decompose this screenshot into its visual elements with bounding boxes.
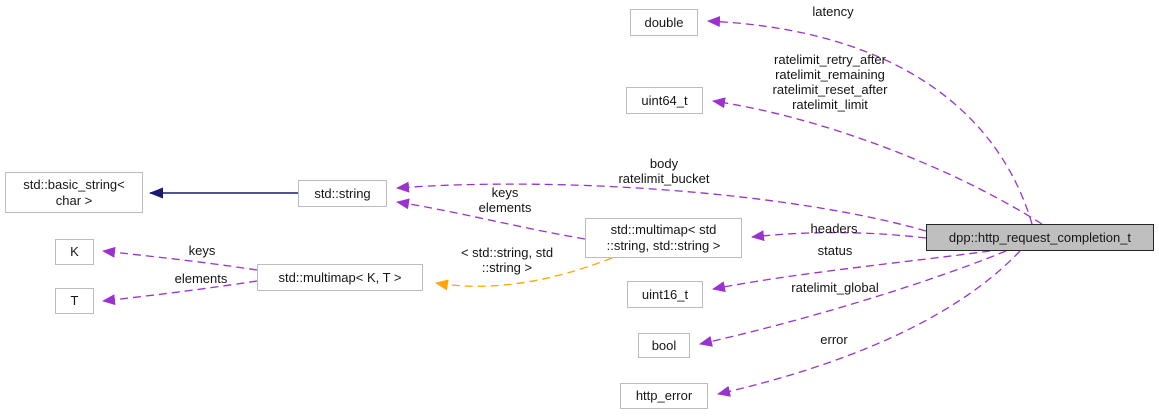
edge-error bbox=[717, 250, 1021, 397]
node-std-multimap-string-line2: ::string, std::string > bbox=[606, 238, 721, 253]
node-k-label: K bbox=[70, 244, 79, 259]
node-std-multimap-string[interactable]: std::multimap< std ::string, std::string… bbox=[585, 218, 742, 258]
node-http-error-label: http_error bbox=[635, 388, 693, 403]
edge-label-ratelimit-line3: ratelimit_reset_after bbox=[772, 82, 888, 97]
edge-label-headers: headers bbox=[810, 221, 858, 236]
edge-keys-k bbox=[102, 246, 258, 271]
edge-label-body-ratelimit-bucket: body ratelimit_bucket bbox=[618, 156, 709, 186]
node-bool[interactable]: bool bbox=[638, 333, 690, 358]
edge-elements-t bbox=[102, 280, 258, 306]
edge-label-elements-mid: elements bbox=[478, 200, 532, 215]
node-main-http-request-completion-t[interactable]: dpp::http_request_completion_t bbox=[926, 224, 1154, 251]
node-std-multimap-kt-label: std::multimap< K, T > bbox=[278, 269, 402, 285]
node-http-error[interactable]: http_error bbox=[620, 383, 708, 409]
node-std-string-label: std::string bbox=[314, 185, 371, 201]
node-bool-label: bool bbox=[651, 337, 677, 353]
node-uint64-t[interactable]: uint64_t bbox=[626, 87, 703, 114]
node-t[interactable]: T bbox=[55, 288, 94, 314]
edge-label-ratelimit-line2: ratelimit_remaining bbox=[775, 67, 885, 82]
node-std-basic-string-line1: std::basic_string< bbox=[23, 176, 125, 192]
edge-label-keys-left: keys bbox=[188, 243, 216, 258]
edge-label-ratelimit-global: ratelimit_global bbox=[791, 280, 879, 295]
edge-label-keys-mid: keys bbox=[491, 185, 519, 200]
edge-label-ratelimit-line1: ratelimit_retry_after bbox=[774, 52, 886, 67]
node-t-label: T bbox=[70, 293, 79, 308]
edge-template-instantiation bbox=[435, 257, 613, 291]
node-uint64-t-label: uint64_t bbox=[641, 92, 688, 108]
node-k[interactable]: K bbox=[55, 239, 94, 265]
node-double-label: double bbox=[644, 14, 684, 30]
edge-label-keys-elements: keys elements bbox=[479, 185, 532, 215]
node-std-multimap-kt[interactable]: std::multimap< K, T > bbox=[257, 264, 423, 291]
edge-label-elements-left: elements bbox=[174, 271, 228, 286]
edge-latency bbox=[707, 16, 1033, 225]
edge-label-template-args-line1: < std::string, std bbox=[460, 245, 554, 260]
node-std-multimap-string-line1: std::multimap< std bbox=[610, 222, 717, 237]
node-main-label: dpp::http_request_completion_t bbox=[948, 229, 1132, 245]
edge-label-ratelimit-bucket: ratelimit_bucket bbox=[618, 171, 710, 186]
node-uint16-t[interactable]: uint16_t bbox=[627, 281, 703, 308]
edge-body-ratelimit-bucket bbox=[396, 181, 927, 232]
node-uint16-t-label: uint16_t bbox=[641, 286, 689, 302]
edge-label-template-args: < std::string, std ::string > bbox=[461, 245, 553, 275]
node-std-basic-string[interactable]: std::basic_string< char > bbox=[5, 172, 143, 213]
edge-ratelimit-global bbox=[699, 250, 1007, 347]
edge-keys-elements bbox=[396, 198, 586, 240]
edge-ratelimit-fields bbox=[712, 97, 1043, 225]
node-std-string[interactable]: std::string bbox=[298, 180, 387, 207]
edge-label-ratelimit-line4: ratelimit_limit bbox=[792, 97, 868, 112]
edge-label-ratelimit-fields: ratelimit_retry_after ratelimit_remainin… bbox=[773, 52, 888, 112]
edge-label-error: error bbox=[820, 332, 848, 347]
node-std-basic-string-line2: char > bbox=[55, 192, 93, 208]
edge-label-template-args-line2: ::string > bbox=[481, 260, 533, 275]
node-double[interactable]: double bbox=[630, 9, 698, 36]
edge-label-status: status bbox=[817, 243, 853, 258]
edge-label-latency: latency bbox=[812, 4, 854, 19]
edge-label-body: body bbox=[649, 156, 679, 171]
